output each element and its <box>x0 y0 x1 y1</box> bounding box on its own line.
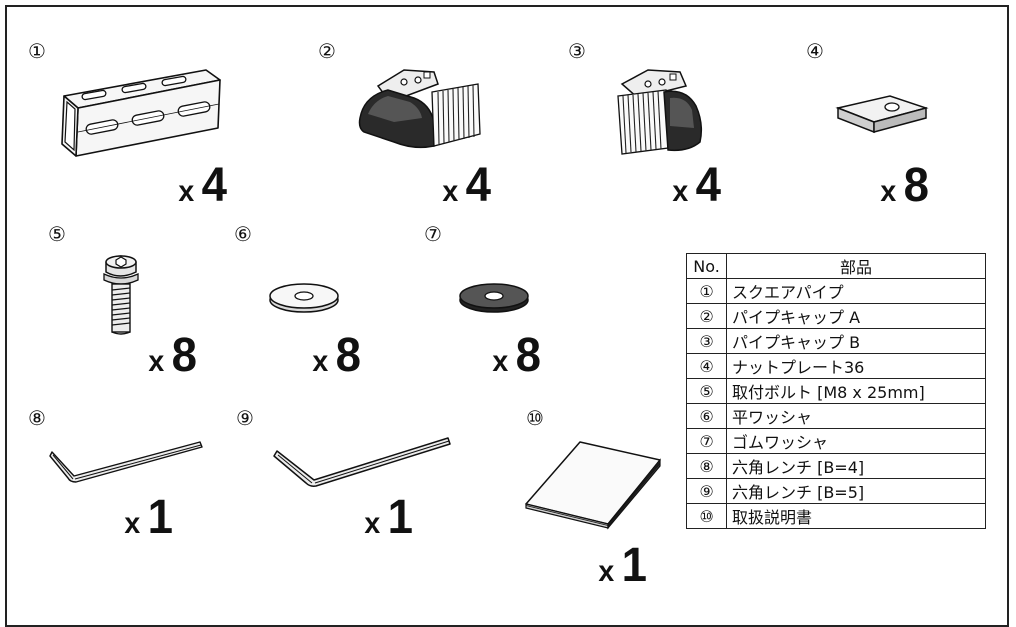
nut-plate-illustration <box>835 95 929 134</box>
table-cell-no: ⑤ <box>686 378 727 404</box>
square-pipe-illustration <box>61 69 221 157</box>
item-number-4: ④ <box>806 39 824 63</box>
table-cell-no: ② <box>686 303 727 329</box>
table-cell-part: パイプキャップ B <box>726 328 986 354</box>
table-cell-no: ⑩ <box>686 503 727 529</box>
hex-wrench-4-illustration <box>49 441 203 483</box>
item-number-7: ⑦ <box>424 222 442 246</box>
table-cell-no: ⑦ <box>686 428 727 454</box>
pipe-cap-b-illustration <box>617 69 703 155</box>
item-number-5: ⑤ <box>48 222 66 246</box>
item-number-9: ⑨ <box>236 406 254 430</box>
table-cell-part: 平ワッシャ <box>726 403 986 429</box>
mounting-bolt-illustration <box>103 255 139 335</box>
table-header-row: No. 部品 <box>686 253 986 279</box>
item-number-10: ⑩ <box>526 406 544 430</box>
table-cell-part: 取付ボルト [M8 x 25mm] <box>726 378 986 404</box>
table-cell-part: 六角レンチ [B=5] <box>726 478 986 504</box>
table-cell-part: スクエアパイプ <box>726 278 986 304</box>
flat-washer-illustration <box>269 283 339 313</box>
table-cell-part: 六角レンチ [B=4] <box>726 453 986 479</box>
table-cell-part: ナットプレート36 <box>726 353 986 379</box>
hex-wrench-5-illustration <box>273 437 451 487</box>
table-cell-part: ゴムワッシャ <box>726 428 986 454</box>
item-number-2: ② <box>318 39 336 63</box>
item-number-1: ① <box>28 39 46 63</box>
table-header-part: 部品 <box>726 253 986 279</box>
instruction-manual-illustration <box>525 441 661 530</box>
item-number-8: ⑧ <box>28 406 46 430</box>
table-cell-no: ③ <box>686 328 727 354</box>
item-number-6: ⑥ <box>234 222 252 246</box>
table-cell-no: ④ <box>686 353 727 379</box>
table-cell-no: ⑧ <box>686 453 727 479</box>
table-cell-part: 取扱説明書 <box>726 503 986 529</box>
table-cell-part: パイプキャップ A <box>726 303 986 329</box>
table-cell-no: ⑨ <box>686 478 727 504</box>
pipe-cap-a-illustration <box>358 69 481 149</box>
table-cell-no: ⑥ <box>686 403 727 429</box>
table-cell-no: ① <box>686 278 727 304</box>
rubber-washer-illustration <box>459 283 529 313</box>
table-header-no: No. <box>686 253 727 279</box>
item-number-3: ③ <box>568 39 586 63</box>
